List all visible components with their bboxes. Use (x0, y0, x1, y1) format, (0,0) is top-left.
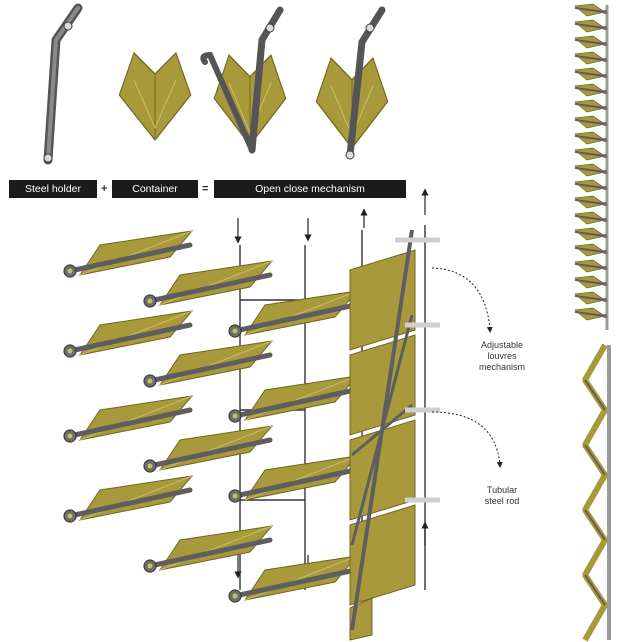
open-close-mechanism-label: Open close mechanism (214, 180, 406, 198)
closed-louvre-column (350, 230, 440, 640)
louvre-rows (64, 231, 357, 602)
plus-sign: + (101, 180, 107, 198)
tubular-steel-rod-annotation: Tubular steel rod (470, 485, 534, 507)
side-elevation-open (575, 4, 607, 330)
equals-sign: = (202, 180, 208, 198)
mechanism-stage-2 (316, 10, 387, 159)
side-elevation-closed (585, 345, 609, 640)
container-figure (119, 53, 190, 140)
steel-holder-figure (44, 8, 78, 162)
mechanism-stage-1 (203, 10, 285, 150)
container-label: Container (112, 180, 198, 198)
adjustable-louvres-annotation: Adjustable louvres mechanism (470, 340, 534, 373)
steel-holder-label: Steel holder (9, 180, 97, 198)
